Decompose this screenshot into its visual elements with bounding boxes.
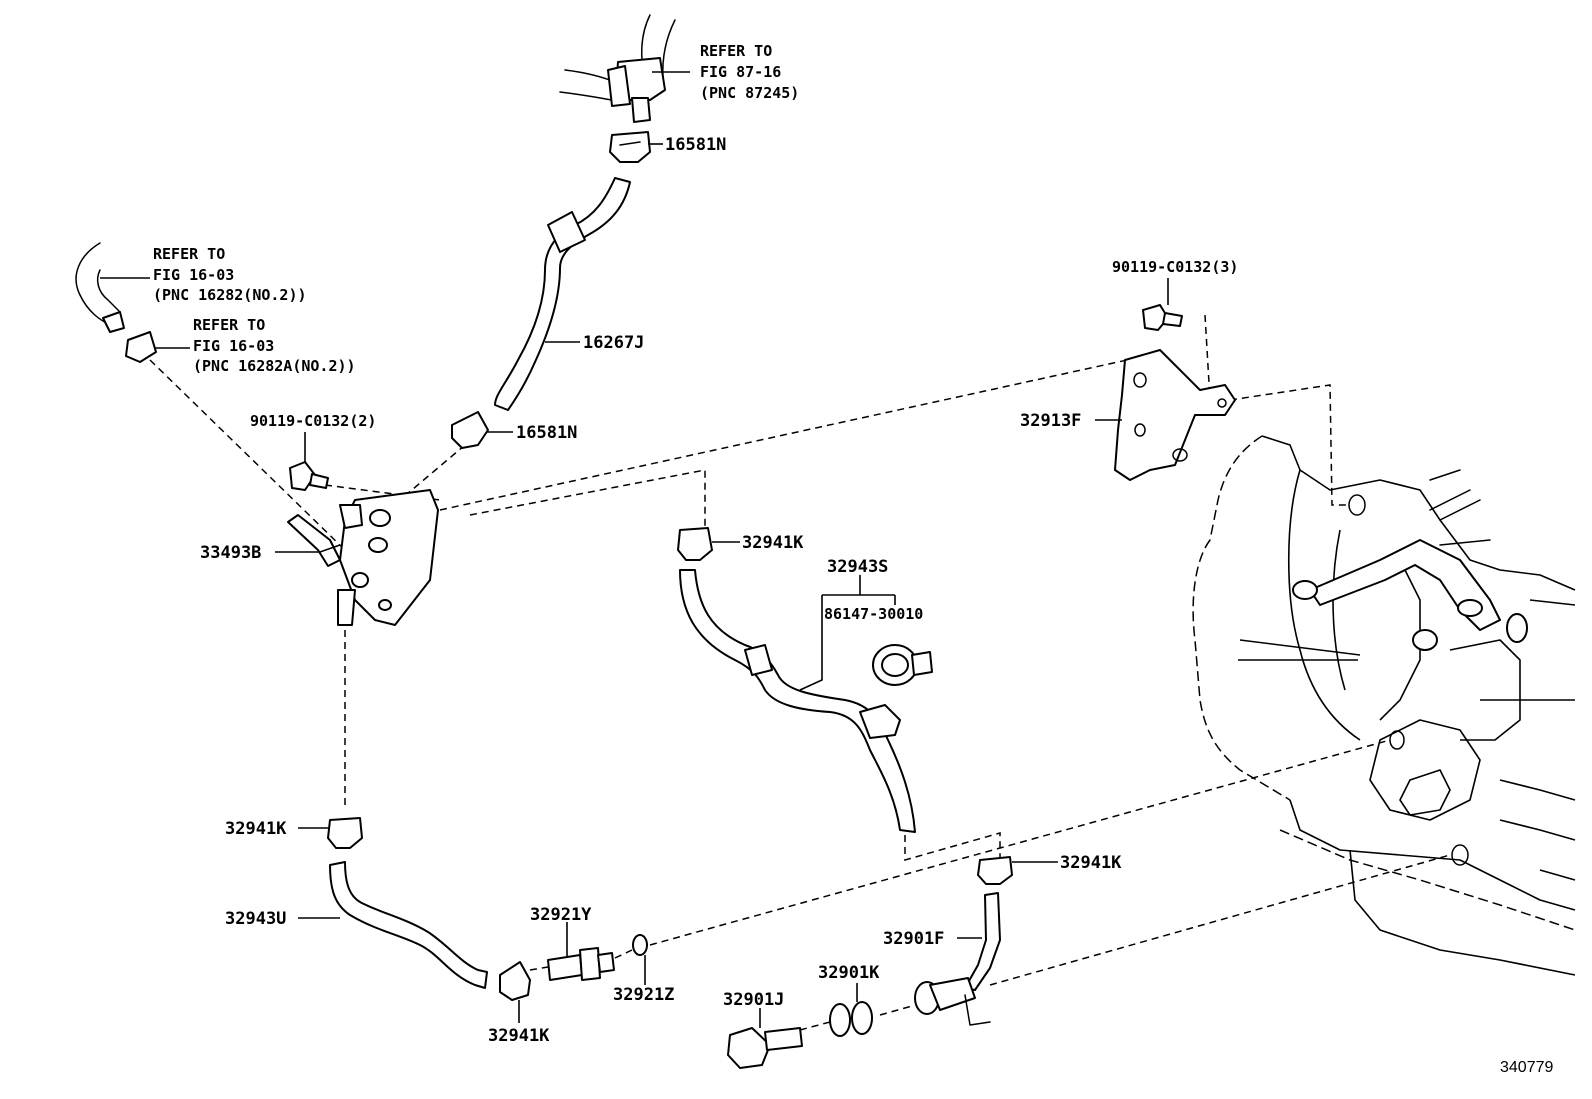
part-label-32901j[interactable]: 32901J <box>723 990 784 1010</box>
hose-32943s <box>679 569 916 833</box>
ref-line3: (PNC 16282A(NO.2)) <box>193 357 356 375</box>
ref-line3: (PNC 87245) <box>700 84 799 102</box>
reference-note-fig-16-03-a: REFER TO FIG 16-03 (PNC 16282(NO.2)) <box>153 245 307 304</box>
hose-clip-86147-30010 <box>872 644 933 686</box>
hose-clamp-32941k-c <box>499 961 531 1001</box>
oil-cooler-33493b <box>287 489 439 626</box>
heater-hose-reference-top <box>559 14 676 123</box>
ref-line2: FIG 16-03 <box>193 337 274 355</box>
ref-line2: FIG 16-03 <box>153 266 234 284</box>
part-label-86147-30010[interactable]: 86147-30010 <box>824 605 923 623</box>
hose-reference-fig-16-03 <box>75 242 157 363</box>
part-label-32943u[interactable]: 32943U <box>225 909 286 929</box>
part-label-32943s[interactable]: 32943S <box>827 557 888 577</box>
reference-note-fig-16-03-b: REFER TO FIG 16-03 (PNC 16282A(NO.2)) <box>193 316 356 375</box>
part-label-90119-c0132-3[interactable]: 90119-C0132(3) <box>1112 258 1238 276</box>
ref-line1: REFER TO <box>153 245 225 263</box>
part-label-32941k-d[interactable]: 32941K <box>1060 853 1122 873</box>
bolt-90119-c0132-left <box>289 461 329 491</box>
part-label-32941k-c[interactable]: 32941K <box>488 1026 550 1046</box>
hose-clamp-32941k-d <box>977 856 1013 885</box>
ref-line1: REFER TO <box>700 42 772 60</box>
part-label-32941k-a[interactable]: 32941K <box>742 533 804 553</box>
o-ring-32921z <box>632 934 648 956</box>
reference-note-fig-87-16: REFER TO FIG 87-16 (PNC 87245) <box>700 42 799 102</box>
part-label-32921y[interactable]: 32921Y <box>530 905 592 925</box>
ref-line1: REFER TO <box>193 316 265 334</box>
bracket-32913f <box>1114 349 1236 481</box>
part-label-16581n-top[interactable]: 16581N <box>665 135 726 155</box>
part-label-90119-c0132-2[interactable]: 90119-C0132(2) <box>250 412 376 430</box>
hose-clamp-32941k-b <box>327 817 363 849</box>
part-label-32901f[interactable]: 32901F <box>883 929 944 949</box>
hose-clamp-16581n-top <box>609 131 651 163</box>
part-label-16581n-mid[interactable]: 16581N <box>516 423 577 443</box>
union-32921y <box>547 947 615 981</box>
hose-clamp-32941k-a <box>677 527 713 561</box>
ref-line2: FIG 87-16 <box>700 63 781 81</box>
hose-16267j <box>494 177 631 411</box>
part-label-32921z[interactable]: 32921Z <box>613 985 674 1005</box>
part-label-16267j[interactable]: 16267J <box>583 333 644 353</box>
bolt-90119-c0132-right <box>1142 304 1183 331</box>
part-label-33493b[interactable]: 33493B <box>200 543 261 563</box>
ref-line3: (PNC 16282(NO.2)) <box>153 286 307 304</box>
transmission-housing-illustration <box>1192 435 1576 976</box>
diagram-code: 340779 <box>1500 1059 1553 1076</box>
part-label-32913f[interactable]: 32913F <box>1020 411 1081 431</box>
gasket-32901k <box>829 1001 873 1037</box>
union-bolt-32901j <box>727 1027 803 1069</box>
hose-clamp-16581n-mid <box>451 411 489 449</box>
hose-32943u <box>329 861 488 989</box>
oil-pipe-32901f <box>914 892 1001 1026</box>
callout-lines <box>100 71 1169 1028</box>
part-label-32901k[interactable]: 32901K <box>818 963 880 983</box>
part-label-32941k-b[interactable]: 32941K <box>225 819 287 839</box>
